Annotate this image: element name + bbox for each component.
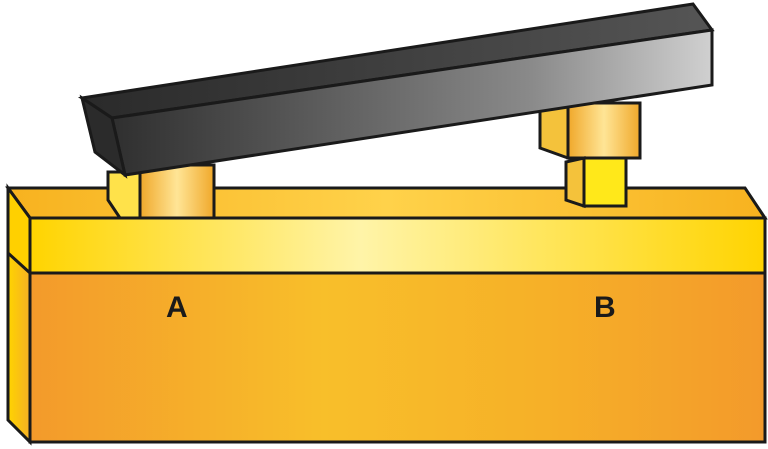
base-front-face xyxy=(28,271,767,444)
label-b: B xyxy=(594,291,616,324)
support-b-lower-side xyxy=(564,156,586,209)
support-b-upper-block xyxy=(566,101,642,160)
support-a-cylinder xyxy=(138,163,216,220)
tilted-bar xyxy=(77,2,715,179)
support-b-lower-block xyxy=(582,156,628,208)
base-top-strip xyxy=(28,216,767,275)
support-a xyxy=(106,163,216,220)
tilted-bar-end-face xyxy=(79,94,128,179)
label-a: A xyxy=(166,291,188,324)
support-b xyxy=(538,101,642,209)
